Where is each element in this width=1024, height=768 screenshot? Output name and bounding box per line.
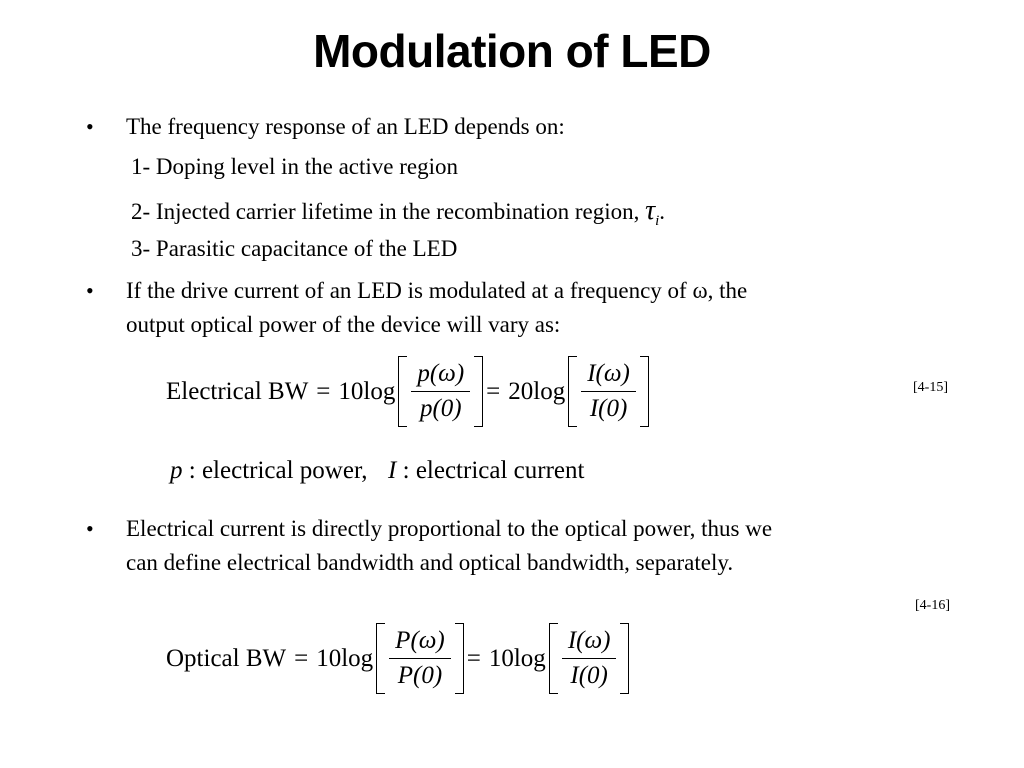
eq2-fraction1: P(ω) P(0) — [389, 627, 451, 690]
eq1-coef1: 10log — [338, 377, 396, 405]
equation-ref-4-15: [4-15] — [913, 380, 948, 395]
eq2-num2: I(ω) — [567, 627, 611, 654]
eq2-bracket2: I(ω) I(0) — [548, 623, 630, 694]
bullet-text-2-cont: output optical power of the device will … — [126, 312, 561, 337]
factor-doping: 1- Doping level in the active region — [131, 154, 459, 179]
eq1-num1: p(ω) — [417, 360, 465, 387]
eq1-fraction1: p(ω) p(0) — [411, 360, 471, 423]
eq2-den1: P(0) — [397, 662, 443, 689]
bullet-marker: • — [86, 516, 94, 541]
slide-title: Modulation of LED — [313, 25, 711, 77]
eq1-den2: I(0) — [589, 395, 628, 422]
tau-subscript: i — [655, 213, 660, 229]
def-i-text: electrical current — [415, 457, 585, 484]
bullet-text-1: The frequency response of an LED depends… — [126, 114, 565, 139]
eq1-bracket2: I(ω) I(0) — [568, 356, 649, 427]
factor-lifetime-text: 2- Injected carrier lifetime in the reco… — [131, 199, 640, 224]
bullet-marker: • — [86, 278, 94, 303]
eq1-num2: I(ω) — [587, 360, 630, 387]
bullet-text-3: Electrical current is directly proportio… — [126, 516, 773, 541]
equation-ref-4-16: [4-16] — [915, 598, 950, 613]
variable-definitions: p : electrical power, I : electrical cur… — [170, 457, 585, 484]
eq2-bracket1: P(ω) P(0) — [376, 623, 464, 694]
eq2-num1: P(ω) — [395, 627, 445, 654]
def-p-text: electrical power, — [201, 457, 368, 484]
eq2-den2: I(0) — [570, 662, 608, 689]
eq1-fraction2: I(ω) I(0) — [581, 360, 636, 423]
def-i-var: I — [388, 457, 397, 484]
eq2-fraction2: I(ω) I(0) — [561, 627, 617, 690]
eq1-label: Electrical BW — [166, 377, 309, 405]
bullet-text-2: If the drive current of an LED is modula… — [126, 278, 748, 303]
equation-electrical-bw: Electrical BW = 10log p(ω) p(0) = 20log … — [166, 356, 652, 427]
tau-period: . — [659, 199, 666, 224]
eq2-label: Optical BW — [166, 644, 287, 672]
eq1-bracket1: p(ω) p(0) — [398, 356, 483, 427]
bullet-marker: • — [86, 114, 94, 139]
bullet-text-3-cont: can define electrical bandwidth and opti… — [126, 550, 734, 575]
eq1-den1: p(0) — [419, 395, 462, 422]
equation-optical-bw: Optical BW = 10log P(ω) P(0) = 10log I(ω… — [166, 623, 632, 694]
def-p-var: p — [170, 457, 183, 484]
eq1-coef2: 20log — [508, 377, 566, 405]
factor-capacitance: 3- Parasitic capacitance of the LED — [131, 236, 458, 261]
eq2-coef1: 10log — [316, 644, 374, 672]
factor-lifetime: 2- Injected carrier lifetime in the reco… — [131, 195, 665, 230]
eq2-coef2: 10log — [488, 644, 546, 672]
tau-symbol: τ — [645, 195, 656, 226]
